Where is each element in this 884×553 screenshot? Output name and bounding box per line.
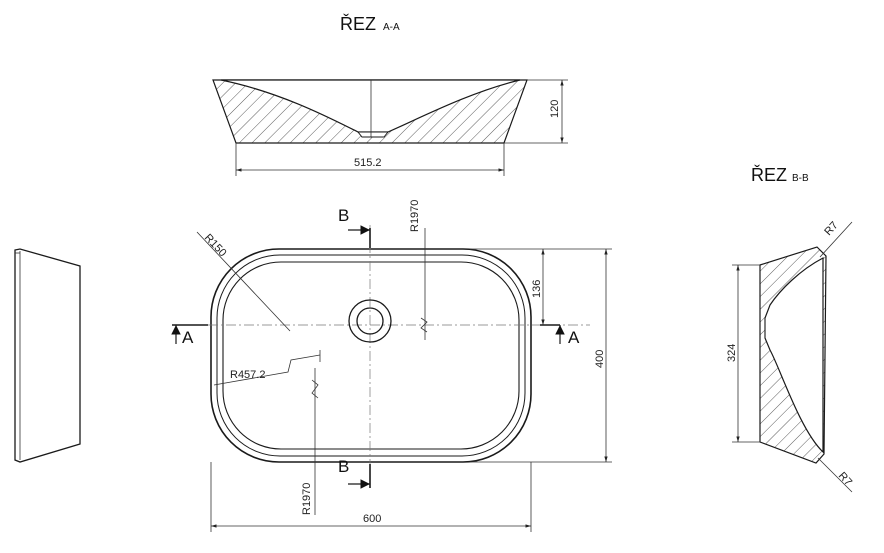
cut-label-a-left: A [182, 328, 194, 347]
radius-side-label: R457.2 [230, 369, 265, 381]
plan-drain-inner [356, 307, 384, 335]
cut-label-b-bottom: B [338, 457, 349, 476]
section-aa-dim-width: 515.2 [354, 157, 382, 169]
section-bb-subtitle: B-B [792, 173, 809, 184]
section-bb-dim-height: 324 [726, 344, 738, 362]
cut-label-a-right: A [568, 328, 580, 347]
plan-basin-edge [222, 261, 520, 450]
section-bb-cavity [764, 257, 824, 454]
section-bb-radius-top: R7 [822, 220, 840, 238]
radius-corner-label: R150 [202, 232, 229, 259]
side-view-outline [14, 248, 81, 463]
cut-label-b-top: B [338, 206, 349, 225]
radius-top-label: R1970 [409, 200, 421, 232]
plan-dim-offset: 136 [531, 280, 543, 298]
section-bb-title: ŘEZ [751, 165, 787, 185]
plan-drain-outer [348, 299, 392, 343]
section-aa-drain [356, 131, 390, 138]
section-aa-title: ŘEZ [340, 14, 376, 34]
plan-inner-rim [216, 254, 526, 457]
section-bb: ŘEZ B-B 324 R7 R7 [726, 165, 854, 493]
plan-view: B B A A R150 R1970 R1970 R457.2 600 4 [171, 200, 612, 532]
section-aa-subtitle: A-A [383, 22, 400, 33]
section-aa: ŘEZ A-A 120 515.2 [212, 14, 568, 176]
plan-outer-rim [210, 248, 532, 463]
radius-bottom-label: R1970 [301, 483, 313, 515]
section-bb-radius-bottom: R7 [836, 470, 854, 488]
plan-dim-width: 600 [363, 513, 381, 525]
section-aa-dim-height: 120 [549, 100, 561, 118]
side-view [14, 248, 81, 463]
plan-dim-height: 400 [594, 350, 606, 368]
